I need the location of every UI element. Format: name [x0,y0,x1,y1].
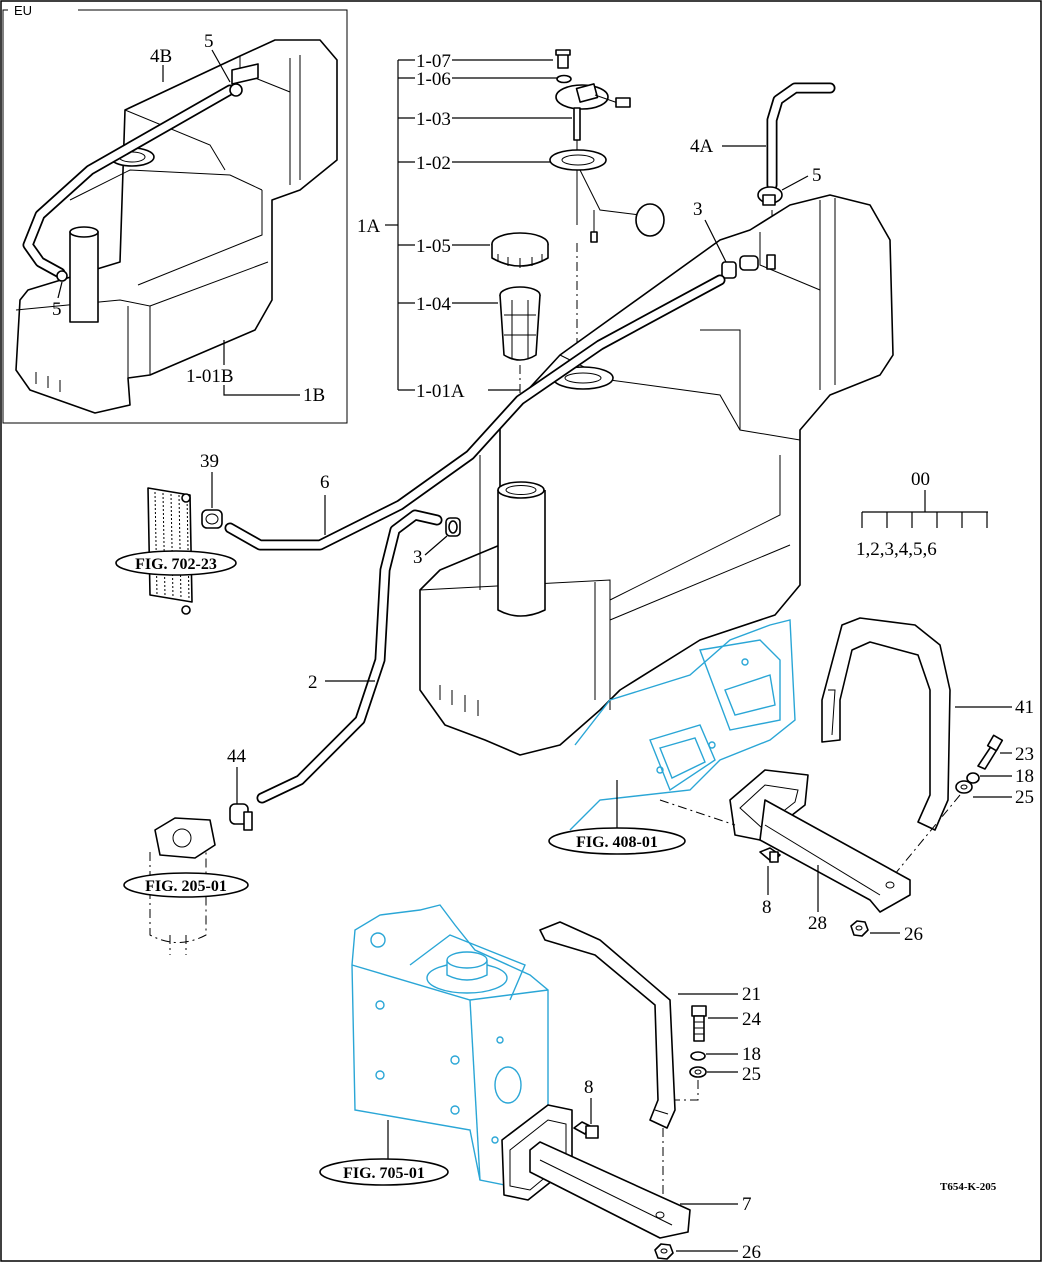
label-1-05: 1-05 [416,236,451,257]
front-frame-ref [351,904,549,1186]
label-5-main: 5 [812,165,822,186]
label-26-upper: 26 [904,924,923,945]
washer-25-upper [955,780,973,794]
fuel-filter-ref [149,817,216,955]
tank-bracket-28 [729,769,911,913]
label-18-upper: 18 [1015,766,1034,787]
fuel-sender-unit [549,49,665,243]
label-00-variants: 1,2,3,4,5,6 [856,539,937,560]
washer-18-lower [690,1051,706,1061]
fig-705-01-reference[interactable]: FIG. 705-01 [319,1120,449,1186]
nut-26-lower [654,1243,674,1260]
label-1-02: 1-02 [416,153,451,174]
label-24: 24 [742,1009,762,1030]
label-5-inset-top: 5 [204,31,214,52]
fig-702-23-reference[interactable]: FIG. 702-23 [115,550,237,576]
inset-border [2,9,348,424]
label-21: 21 [742,984,761,1005]
label-3-upper: 3 [693,199,703,220]
fuel-cap [491,232,549,268]
bolt-8-upper [759,847,781,863]
fuel-strainer [499,286,541,361]
transmission-housing-ref [569,619,796,831]
fig-205-01-label: FIG. 205-01 [145,878,227,895]
fig-408-01-reference[interactable]: FIG. 408-01 [548,780,686,855]
label-23: 23 [1015,744,1034,765]
label-6: 6 [320,472,330,493]
label-1-04: 1-04 [416,294,451,315]
fig-705-01-label: FIG. 705-01 [343,1165,425,1182]
washer-18-upper [966,772,980,784]
kit-1A-callouts: 1A 1-07 1-06 1-03 1-02 1-05 1-04 1-01A [357,51,572,402]
label-3-lower: 3 [413,547,423,568]
bolt-23 [977,734,1004,770]
label-25-lower: 25 [742,1064,761,1085]
main-fuel-tank [419,194,894,756]
fuel-hose-2 [256,509,443,804]
inset-fuel-tank [15,39,338,414]
label-7: 7 [742,1194,752,1215]
clamp-3-lower [445,517,461,537]
label-1-06: 1-06 [416,69,451,90]
label-1-01B: 1-01B [186,366,234,387]
label-26-lower: 26 [742,1242,761,1263]
label-8-lower: 8 [584,1077,594,1098]
label-1A: 1A [357,216,381,237]
label-18-lower: 18 [742,1044,761,1065]
label-1-01A: 1-01A [416,381,465,402]
label-1B: 1B [303,385,325,406]
fig-205-01-reference[interactable]: FIG. 205-01 [123,872,249,898]
label-28: 28 [808,913,827,934]
label-39: 39 [200,451,219,472]
label-8-upper: 8 [762,897,772,918]
nut-26-upper [850,920,869,937]
fig-408-01-label: FIG. 408-01 [576,834,658,851]
label-1-07: 1-07 [416,51,451,72]
variant-tree-00: 00 1,2,3,4,5,6 [856,469,988,560]
drawing-code: T654-K-205 [940,1181,997,1193]
fuel-hose-6 [224,274,726,551]
washer-25-lower [689,1066,707,1078]
clamp-44 [229,803,253,831]
label-5-inset-bottom: 5 [52,299,62,320]
label-4B: 4B [150,46,172,67]
tank-bracket-7 [501,1104,691,1239]
bolt-24 [691,1005,707,1042]
bolt-8-lower [573,1121,599,1139]
label-2: 2 [308,672,318,693]
breather-hose-4A [757,82,836,270]
label-44: 44 [227,746,247,767]
inset-region-label: EU [14,3,32,18]
label-1-03: 1-03 [416,109,451,130]
clamp-3-upper [721,255,759,279]
clamp-39 [201,509,223,529]
tank-band-21 [539,921,676,1129]
fig-702-23-label: FIG. 702-23 [135,556,217,573]
label-25-upper: 25 [1015,787,1034,808]
eu-inset: EU 4B 5 5 [2,3,348,424]
tank-band-41 [821,617,951,831]
label-4A: 4A [690,136,714,157]
label-41: 41 [1015,697,1034,718]
label-00: 00 [911,469,930,490]
